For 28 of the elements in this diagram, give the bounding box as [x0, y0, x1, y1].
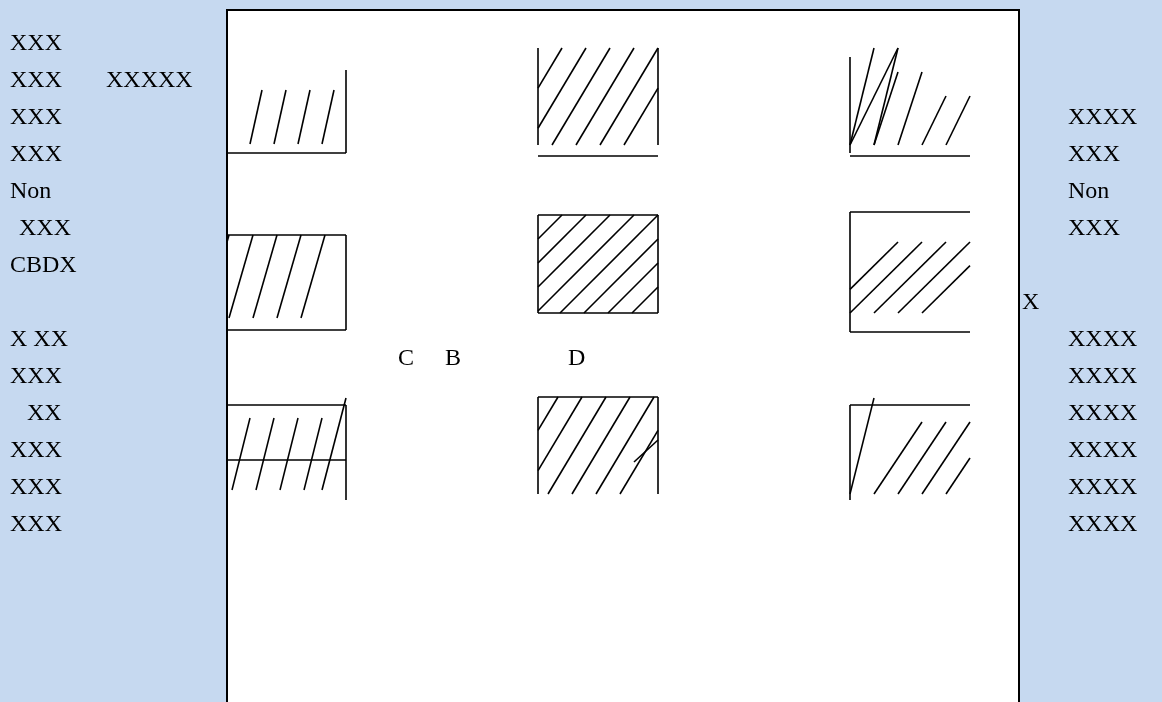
text-label: XXXX [1068, 361, 1138, 389]
text-label: Non [10, 176, 52, 204]
text-label: XXXX [1068, 509, 1138, 537]
text-label: XXX [10, 65, 62, 93]
text-label: XXXX [1068, 398, 1138, 426]
text-label: XXX [10, 435, 62, 463]
text-label: Non [1068, 176, 1110, 204]
text-label: XXX [1068, 213, 1120, 241]
text-label: XXXX [1068, 472, 1138, 500]
text-label: XXXXX [106, 65, 193, 93]
text-label: XXXX [1068, 102, 1138, 130]
text-label: XXXX [1068, 324, 1138, 352]
text-label: XXX [10, 361, 62, 389]
text-label: XXX [10, 102, 62, 130]
text-label: XXX [19, 213, 71, 241]
text-label: XX [27, 398, 62, 426]
text-label: XXX [10, 139, 62, 167]
text-label: C [398, 343, 414, 371]
text-label: XXX [10, 472, 62, 500]
text-label: XXX [10, 28, 62, 56]
text-label: X XX [10, 324, 68, 352]
text-label: XXX [10, 509, 62, 537]
text-label: CBDX [10, 250, 77, 278]
text-label: D [568, 343, 586, 371]
text-label: B [445, 343, 461, 371]
text-label: XXXX [1068, 435, 1138, 463]
text-label: X [1022, 287, 1040, 315]
text-label: XXX [1068, 139, 1120, 167]
